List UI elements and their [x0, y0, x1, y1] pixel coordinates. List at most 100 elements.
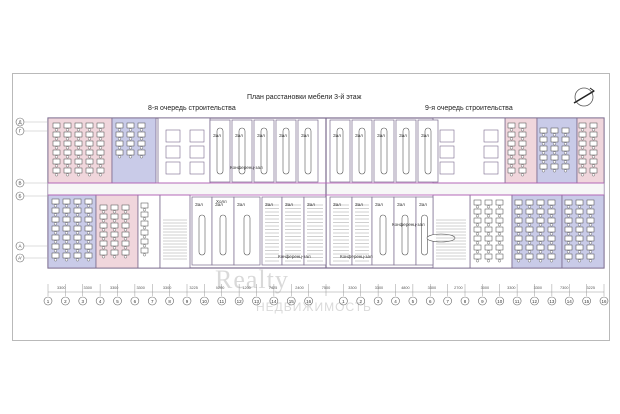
workstation: [564, 208, 573, 218]
workstation: [84, 243, 93, 253]
svg-text:10: 10: [202, 299, 208, 304]
column-axis-marker: 4: [391, 296, 400, 306]
workstation: [51, 252, 60, 262]
dimension-label: 2700: [454, 286, 462, 290]
workstation: [547, 226, 556, 236]
dimension-label: 1200: [216, 286, 224, 290]
conference-hall-label: Конференц-зал: [230, 165, 263, 170]
workstation: [525, 217, 534, 227]
meeting-hall: Зал: [281, 196, 305, 266]
workstation: [96, 122, 105, 132]
workstation: [52, 140, 61, 150]
workstation: [484, 217, 493, 227]
workstation: [63, 131, 72, 141]
column-axis-marker: 10: [495, 296, 505, 306]
meeting-hall: Зал: [373, 119, 395, 183]
meeting-hall: Зал: [417, 119, 439, 183]
workstation: [539, 127, 548, 137]
workstation: [550, 136, 559, 146]
column-axis-marker: 8: [460, 296, 470, 306]
workstation: [140, 220, 149, 230]
workstation: [536, 244, 545, 254]
workstation: [73, 225, 82, 235]
hall-label: Зал: [397, 202, 405, 207]
workstation: [484, 235, 493, 245]
row-axis-marker: Г: [15, 126, 48, 136]
workstation: [140, 211, 149, 221]
workstation: [536, 235, 545, 245]
row-axis-marker: А: [15, 241, 48, 251]
svg-text:В: В: [18, 181, 21, 186]
workstation: [84, 216, 93, 226]
meeting-hall: Зал: [303, 196, 327, 266]
workstation: [575, 217, 584, 227]
workstation: [126, 122, 135, 132]
workstation: [473, 253, 482, 263]
workstation: [121, 249, 130, 259]
column-axis-marker: 4: [95, 296, 105, 306]
svg-text:13: 13: [549, 299, 555, 304]
svg-text:6: 6: [429, 299, 432, 304]
workstation: [547, 235, 556, 245]
workstation: [550, 163, 559, 173]
column-axis-marker: 3: [78, 296, 88, 306]
column-axis-marker: 13: [252, 296, 261, 306]
workstation: [547, 217, 556, 227]
column-axis-marker: 10: [200, 296, 209, 306]
workstation: [110, 213, 119, 223]
workstation: [518, 158, 527, 168]
workstation: [473, 226, 482, 236]
svg-text:15: 15: [289, 299, 295, 304]
workstation: [564, 235, 573, 245]
workstation: [484, 244, 493, 254]
column-axis-marker: 14: [564, 296, 574, 306]
svg-text:3: 3: [377, 299, 380, 304]
meeting-hall: Зал: [393, 196, 417, 266]
workstation: [473, 208, 482, 218]
conference-hall-label: Конференц-зал: [278, 254, 311, 259]
workstation: [96, 149, 105, 159]
svg-text:Г: Г: [19, 129, 22, 134]
workstation: [536, 217, 545, 227]
column-axis-marker: 15: [582, 296, 591, 306]
workstation: [589, 131, 598, 141]
workstation: [51, 216, 60, 226]
workstation: [589, 167, 598, 177]
svg-text:14: 14: [271, 299, 277, 304]
workstation: [84, 225, 93, 235]
column-axis-marker: 12: [530, 296, 539, 306]
workstation: [73, 252, 82, 262]
right-stage-label: 9-я очередь строительства: [425, 105, 513, 112]
dimension-label: 7500: [322, 286, 330, 290]
workstation: [126, 140, 135, 150]
workstation: [514, 244, 523, 254]
conference-hall-label: Конференц-зал: [392, 222, 425, 227]
workstation: [518, 131, 527, 141]
svg-text:1: 1: [47, 299, 50, 304]
workstation: [484, 199, 493, 209]
workstation: [547, 253, 556, 263]
workstation: [140, 247, 149, 257]
workstation: [99, 204, 108, 214]
workstation: [589, 158, 598, 168]
hall-label: Зал: [419, 202, 427, 207]
stair-right: [432, 194, 471, 269]
svg-text:4: 4: [99, 299, 102, 304]
column-axis-marker: 12: [234, 296, 244, 306]
workstation: [74, 122, 83, 132]
workstation: [115, 149, 124, 159]
column-axis-marker: 3: [373, 296, 383, 306]
workstation: [525, 208, 534, 218]
meeting-hall: Зал: [231, 119, 253, 183]
workstation: [495, 208, 504, 218]
workstation: [121, 213, 130, 223]
conference-hall-label: Конференц-зал: [340, 254, 373, 259]
office-desks: [51, 122, 598, 263]
workstation: [578, 122, 587, 132]
workstation: [85, 131, 94, 141]
column-axis-marker: 9: [182, 296, 192, 306]
workstation: [578, 131, 587, 141]
workstation: [115, 140, 124, 150]
